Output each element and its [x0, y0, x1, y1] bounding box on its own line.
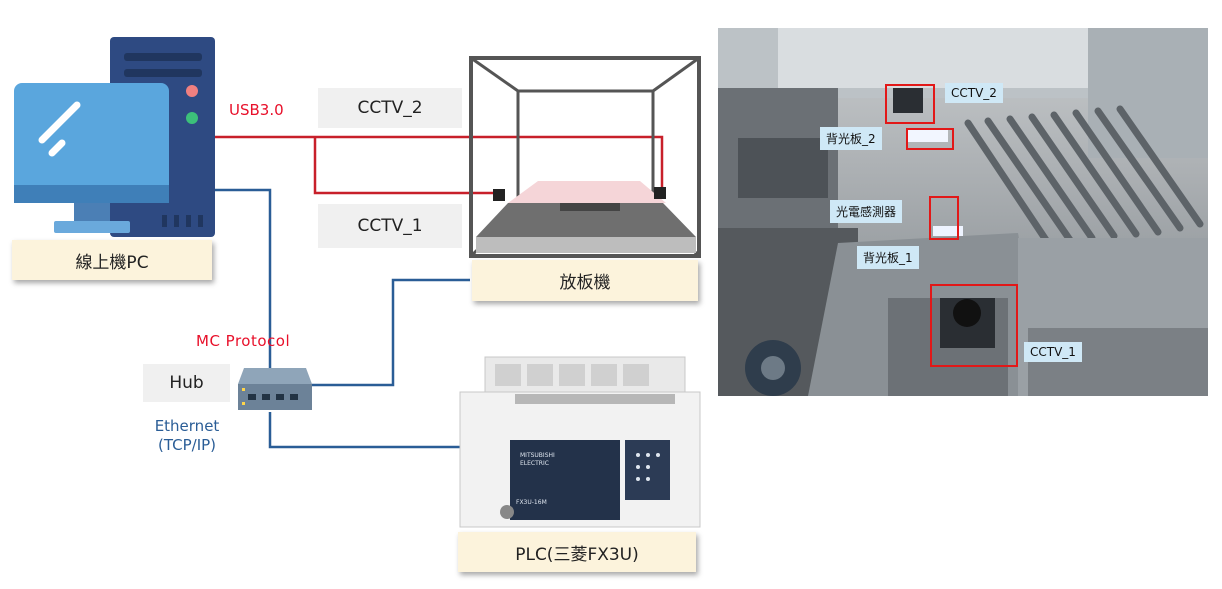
plc-label: PLC(三菱FX3U)	[458, 532, 696, 572]
photo-cctv2-label: CCTV_2	[945, 83, 1003, 103]
backlight2-highlight	[906, 128, 954, 150]
mc-protocol-label: MC Protocol	[196, 332, 291, 350]
photo-backlight1-label: 背光板_1	[857, 246, 919, 269]
cctv2-highlight	[885, 84, 935, 124]
loader-label: 放板機	[472, 260, 698, 301]
cctv1-highlight	[930, 284, 1018, 367]
photo-sensor-label: 光電感測器	[830, 200, 903, 223]
loader-machine	[469, 56, 701, 258]
pc-icon	[14, 37, 215, 237]
usb-line-cctv2	[205, 135, 664, 192]
sensor-highlight	[929, 196, 959, 240]
usb-line-cctv1	[313, 137, 500, 195]
ethernet-label-line2: (TCP/IP)	[157, 436, 217, 454]
ethernet-label-line1: Ethernet	[154, 417, 220, 435]
cctv1-label: CCTV_1	[318, 204, 462, 248]
hub-label: Hub	[143, 364, 230, 402]
photo-backlight2-label: 背光板_2	[820, 127, 882, 150]
connection-lines	[200, 135, 664, 449]
ethernet-line-plc	[268, 412, 460, 449]
ethernet-label: Ethernet (TCP/IP)	[142, 417, 232, 455]
photo-cctv1-label: CCTV_1	[1024, 342, 1082, 362]
ethernet-line-loader	[310, 278, 470, 387]
hub-icon	[238, 368, 312, 410]
usb-label: USB3.0	[229, 101, 284, 119]
cctv2-label: CCTV_2	[318, 88, 462, 128]
plc-device	[459, 356, 701, 528]
plc-model-text: FX3U-16M	[516, 499, 547, 506]
ethernet-line-pc	[200, 188, 272, 370]
pc-label: 線上機PC	[12, 240, 212, 280]
plc-brand-text: MITSUBISHI ELECTRIC	[520, 452, 555, 467]
